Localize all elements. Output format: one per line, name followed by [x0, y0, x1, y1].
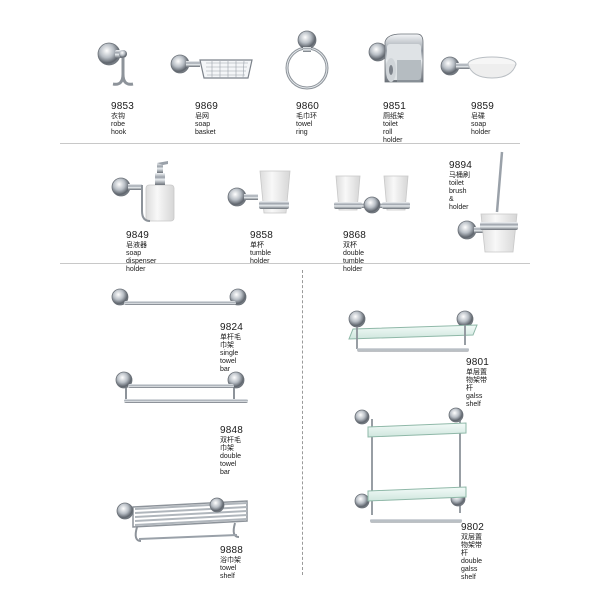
- double-galss-shelf-en: double galss shelf: [461, 557, 483, 581]
- soap-dispenser-image: [111, 161, 175, 222]
- column-divider: [302, 270, 303, 575]
- soap-dispenser-cn: 皂液器: [126, 241, 147, 249]
- toilet-brush-image: [457, 151, 518, 253]
- double-tumble-holder-image: [334, 175, 410, 214]
- robe-hook-code: 9853: [111, 101, 135, 112]
- towel-ring-image: [285, 30, 329, 90]
- robe-hook-cn: 衣钩: [111, 112, 125, 120]
- tumble-holder-image: [227, 170, 291, 214]
- tumble-holder-code: 9858: [250, 230, 274, 241]
- toilet-brush-cn: 马桶刷: [449, 171, 470, 179]
- tumble-holder-en: tumble holder: [250, 249, 272, 265]
- double-galss-shelf-code: 9802: [461, 522, 485, 533]
- single-towel-bar-code: 9824: [220, 322, 244, 333]
- double-tumble-code: 9868: [343, 230, 367, 241]
- tumble-holder-cn: 单杯: [250, 241, 264, 249]
- toilet-brush-en2: & holder: [449, 195, 469, 211]
- galss-shelf-cn: 单层置物架带杆: [466, 368, 487, 392]
- toilet-brush-en1: toilet brush: [449, 179, 467, 195]
- single-towel-bar-cn: 单杆毛巾架: [220, 333, 241, 349]
- double-towel-bar-en: double towel bar: [220, 452, 242, 476]
- towel-shelf-code: 9888: [220, 545, 244, 556]
- soap-holder-image: [440, 56, 517, 79]
- soap-basket-en: soap basket: [195, 120, 216, 136]
- towel-ring-en: towel ring: [296, 120, 313, 136]
- toilet-roll-cn: 厕纸架: [383, 112, 404, 120]
- soap-basket-code: 9869: [195, 101, 219, 112]
- soap-basket-cn: 皂网: [195, 112, 209, 120]
- toilet-roll-code: 9851: [383, 101, 407, 112]
- toilet-roll-en: toilet roll holder: [383, 120, 403, 144]
- robe-hook-image: [97, 42, 134, 86]
- soap-holder-cn: 皂碟: [471, 112, 485, 120]
- toilet-roll-holder-image: [368, 33, 424, 83]
- double-towel-bar-image: [115, 371, 248, 403]
- double-towel-bar-cn: 双杆毛巾架: [220, 436, 241, 452]
- double-tumble-cn: 双杯: [343, 241, 357, 249]
- soap-holder-code: 9859: [471, 101, 495, 112]
- toilet-brush-code: 9894: [449, 160, 473, 171]
- double-galss-shelf-image: [354, 407, 467, 523]
- towel-shelf-cn: 浴巾架: [220, 556, 241, 564]
- row-divider-2: [60, 263, 530, 264]
- row-divider-1: [60, 143, 520, 144]
- soap-dispenser-en: soap dispenser holder: [126, 249, 157, 273]
- towel-shelf-image: [116, 497, 248, 542]
- towel-ring-code: 9860: [296, 101, 320, 112]
- double-tumble-en: double tumble holder: [343, 249, 365, 273]
- galss-shelf-en: galss shelf: [466, 392, 483, 408]
- soap-holder-en: soap holder: [471, 120, 491, 136]
- double-galss-shelf-cn: 双层置物架带杆: [461, 533, 482, 557]
- double-towel-bar-code: 9848: [220, 425, 244, 436]
- towel-ring-cn: 毛巾环: [296, 112, 317, 120]
- single-towel-bar-en: single towel bar: [220, 349, 239, 373]
- robe-hook-en: robe hook: [111, 120, 127, 136]
- soap-dispenser-code: 9849: [126, 230, 150, 241]
- towel-shelf-en: towel shelf: [220, 564, 237, 580]
- single-towel-bar-image: [111, 288, 247, 306]
- soap-basket-image: [170, 54, 253, 79]
- galss-shelf-image: [348, 310, 478, 352]
- galss-shelf-code: 9801: [466, 357, 490, 368]
